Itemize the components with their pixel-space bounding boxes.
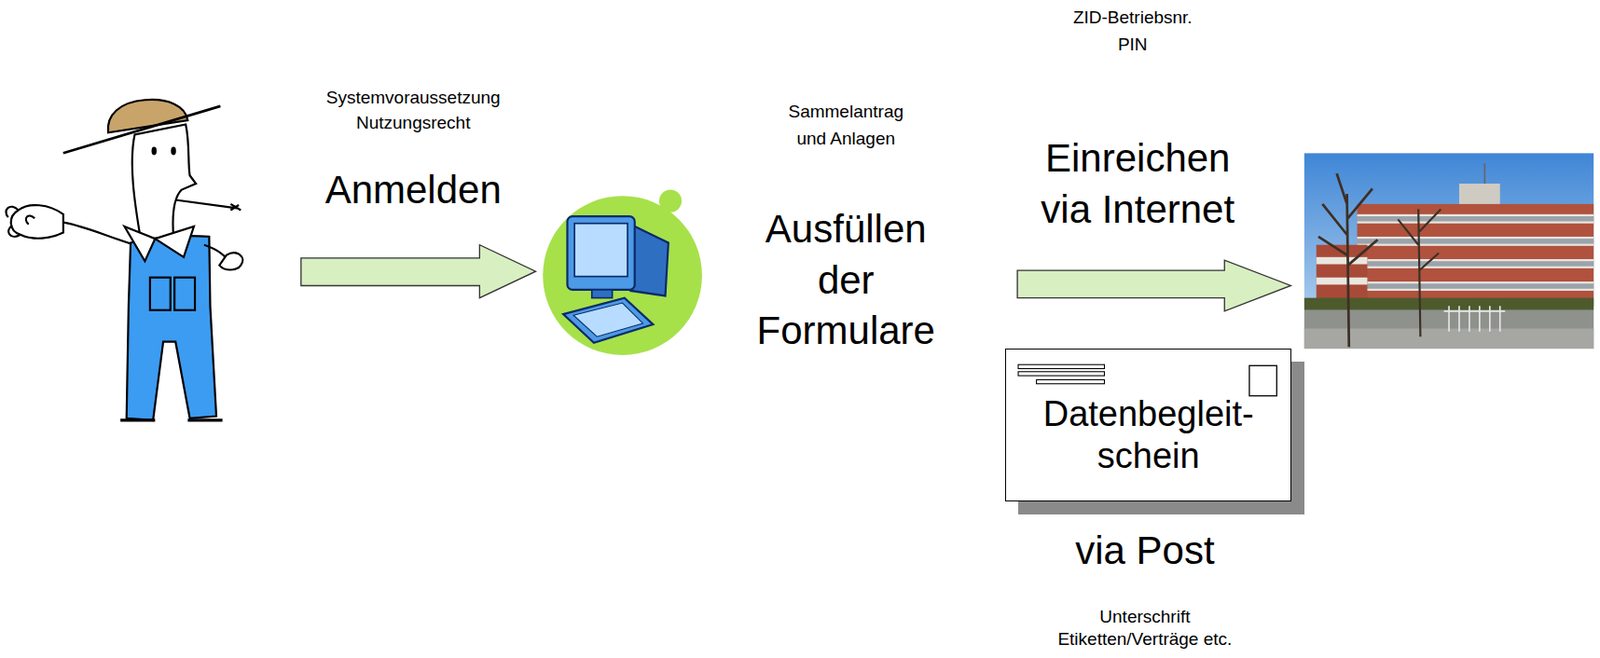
illustration-part — [1318, 173, 1378, 347]
illustration-part — [170, 147, 176, 156]
illustration-part — [1357, 204, 1595, 306]
arrow-shape — [301, 245, 1292, 312]
illustration-part — [1316, 257, 1368, 265]
office-building-photo — [1304, 152, 1595, 349]
text-label: Sammelantrag und Anlagen — [787, 98, 904, 152]
illustration-part — [174, 277, 195, 311]
illustration-part — [150, 277, 171, 311]
illustration-part — [1484, 163, 1487, 184]
illustration-part — [301, 245, 537, 299]
illustration-part — [1357, 261, 1595, 266]
illustration-part — [1017, 260, 1291, 312]
text-label: Systemvoraussetzung Nutzungsrecht — [317, 84, 510, 137]
illustration-part — [630, 224, 668, 297]
text-label: Unterschrift Etiketten/Verträge etc. — [1047, 606, 1243, 651]
illustration-part — [132, 124, 196, 241]
illustration-part — [219, 252, 243, 270]
illustration-part — [573, 303, 643, 337]
node-text: Datenbegleit- schein — [1043, 393, 1255, 479]
address-line — [1018, 364, 1104, 369]
illustration-part — [11, 205, 64, 239]
illustration-part — [592, 289, 613, 299]
illustration-part — [659, 190, 682, 213]
farmer-figure — [5, 99, 243, 421]
illustration-part — [566, 216, 635, 290]
illustration-part — [154, 226, 194, 258]
illustration-part — [1357, 236, 1595, 247]
address-line — [1036, 380, 1105, 385]
text-label: Einreichen via Internet — [1028, 133, 1248, 235]
text-label: ZID-Betriebsnr. PIN — [1064, 4, 1200, 58]
illustration-part — [1459, 183, 1501, 207]
illustration-part — [574, 223, 628, 277]
illustration-part — [542, 195, 703, 356]
text-label: Ausfüllen der Formulare — [757, 204, 936, 358]
illustration-part — [1357, 259, 1595, 269]
illustration-part — [1357, 283, 1595, 289]
illustration-part — [126, 235, 217, 421]
illustration-part — [1357, 281, 1595, 291]
illustration-part — [63, 106, 221, 153]
illustration-part — [120, 418, 222, 422]
text-label: via Post — [1075, 527, 1214, 575]
illustration-part — [1357, 214, 1595, 224]
computer-icon — [542, 190, 703, 356]
illustration-part — [1357, 216, 1595, 221]
stamp-square — [1249, 366, 1277, 397]
illustration-part — [5, 206, 35, 237]
address-line — [1018, 372, 1104, 376]
illustration-part — [1316, 277, 1368, 286]
envelope-box: Datenbegleit- schein — [1005, 348, 1293, 502]
illustration-part — [151, 147, 157, 156]
illustration-part — [563, 298, 653, 344]
illustration-part — [1357, 238, 1595, 244]
illustration-part — [124, 226, 156, 262]
illustration-part — [1444, 305, 1506, 332]
text-label: Anmelden — [325, 166, 502, 214]
illustration-part — [1304, 152, 1595, 349]
illustration-part — [1397, 208, 1441, 337]
illustration-part — [175, 200, 241, 211]
